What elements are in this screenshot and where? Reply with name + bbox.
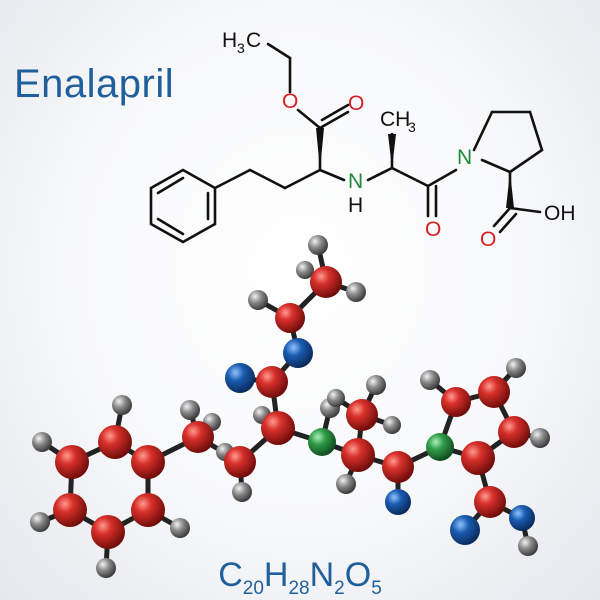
formula-count: 2 bbox=[334, 577, 345, 599]
stereo-wedge bbox=[316, 128, 324, 170]
formula-element: H bbox=[263, 556, 289, 594]
atom-label-amine-hydrogen: H bbox=[348, 194, 363, 217]
atom-label-ethyl-c: C bbox=[246, 29, 261, 52]
bond bbox=[492, 206, 512, 228]
atom-label-amide-oxygen: O bbox=[425, 218, 441, 241]
bond bbox=[426, 168, 458, 188]
atom-label-acid-oxygen: O bbox=[480, 228, 496, 251]
bond bbox=[248, 168, 287, 190]
atom-label-ester-oxygen: O bbox=[282, 90, 298, 113]
formula-element: N bbox=[309, 556, 335, 594]
skeletal-formula: H 3 C O O N H CH 3 O N O OH bbox=[149, 29, 576, 251]
atom-label-ethyl-h: H bbox=[222, 29, 237, 52]
bond bbox=[528, 110, 544, 152]
bond bbox=[318, 110, 350, 130]
bond bbox=[318, 168, 346, 182]
stereo-wedge bbox=[388, 134, 396, 168]
molecular-formula: C20H28N2O5 bbox=[0, 556, 600, 600]
formula-element: O bbox=[344, 556, 372, 594]
atom-label-subscript: 3 bbox=[237, 40, 245, 56]
bond bbox=[508, 148, 544, 174]
benzene-double-bond bbox=[156, 217, 185, 236]
carbon-atoms bbox=[53, 266, 530, 549]
atom-label-amine-nitrogen: N bbox=[348, 170, 363, 193]
bond bbox=[366, 166, 394, 182]
bond bbox=[390, 166, 430, 188]
bond bbox=[320, 103, 350, 122]
bond bbox=[480, 158, 512, 174]
atom-label-subscript: 3 bbox=[408, 119, 416, 135]
stereo-wedge bbox=[506, 172, 514, 208]
bond bbox=[508, 206, 542, 214]
bond bbox=[266, 42, 292, 60]
formula-count: 5 bbox=[371, 577, 382, 599]
hydrogen-atoms bbox=[30, 235, 550, 578]
atom-label-hydroxyl: OH bbox=[544, 202, 576, 225]
formula-element: C bbox=[218, 556, 243, 594]
bond bbox=[498, 212, 518, 234]
oxygen-atoms bbox=[225, 338, 535, 545]
nitrogen-atoms bbox=[308, 428, 454, 461]
bond bbox=[472, 110, 494, 152]
atom-label-ring-nitrogen: N bbox=[457, 146, 472, 169]
benzene-double-bond bbox=[156, 176, 185, 195]
bond bbox=[296, 108, 322, 130]
bond bbox=[213, 168, 252, 190]
atom-label-carbonyl-oxygen: O bbox=[348, 92, 364, 115]
molecule-name: Enalapril bbox=[14, 62, 175, 106]
bond bbox=[283, 168, 322, 190]
formula-count: 20 bbox=[242, 577, 264, 599]
formula-count: 28 bbox=[288, 577, 310, 599]
atom-label-methyl: CH bbox=[380, 108, 410, 131]
